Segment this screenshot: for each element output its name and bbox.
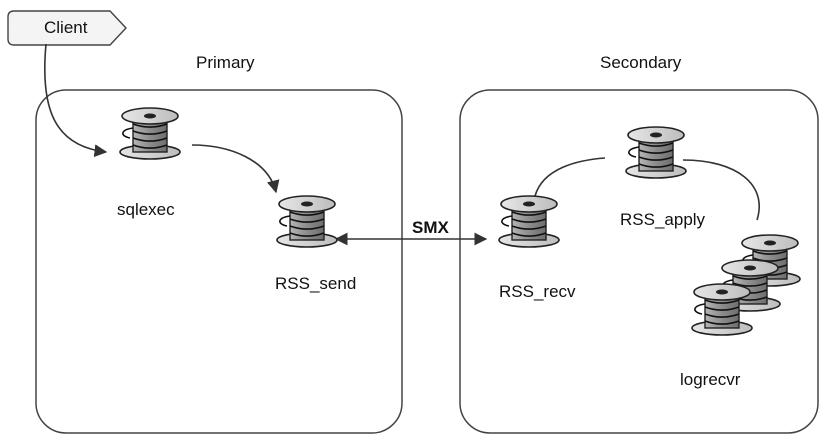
secondary-title: Secondary [600, 53, 682, 72]
secondary-box [459, 89, 819, 434]
sqlexec-label: sqlexec [117, 200, 175, 219]
rss-recv-to-rss-apply-line [534, 157, 606, 197]
client-tag [7, 10, 127, 46]
primary-box [35, 89, 403, 434]
client-to-sqlexec-arrow [43, 43, 108, 158]
client-label: Client [44, 18, 88, 37]
sqlexec-spool-icon [119, 107, 181, 160]
rss-apply-label: RSS_apply [620, 210, 706, 229]
rss-send-label: RSS_send [275, 274, 357, 293]
rss-recv-label: RSS_recv [499, 282, 576, 301]
sqlexec-to-rss-send-arrow [191, 144, 280, 194]
logrecvr-label: logrecvr [680, 370, 741, 389]
rss-apply-spool-icon [625, 126, 687, 179]
rss-send-spool-icon [276, 195, 338, 248]
primary-title: Primary [196, 53, 255, 72]
rss-apply-to-logrecvr-line [682, 159, 760, 221]
smx-label: SMX [412, 218, 449, 237]
rss-recv-spool-icon [498, 195, 560, 248]
